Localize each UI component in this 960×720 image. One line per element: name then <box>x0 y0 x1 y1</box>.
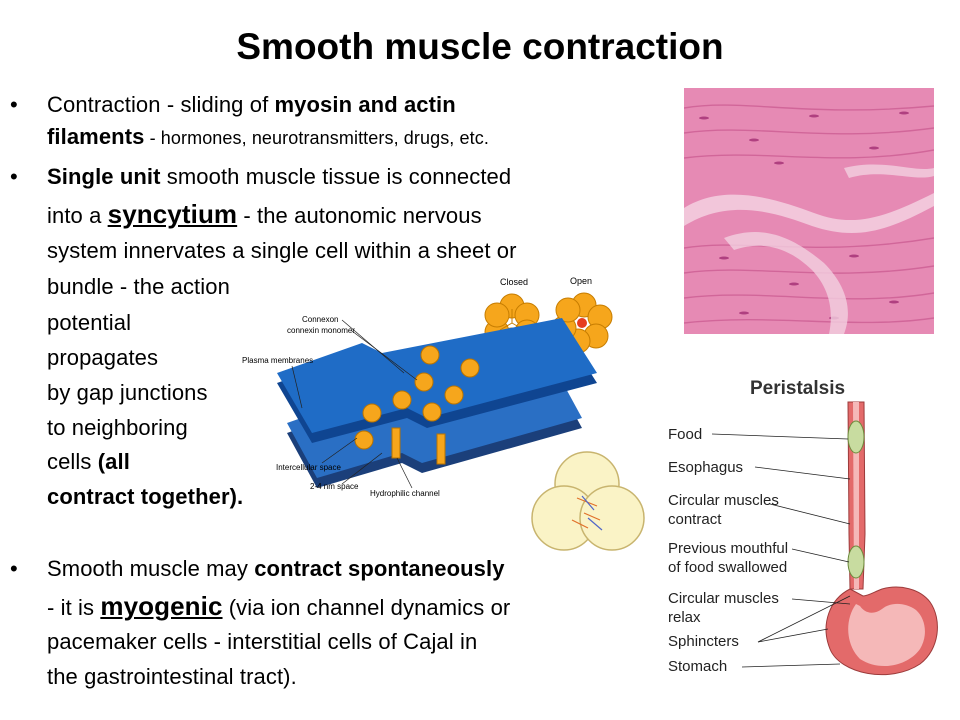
bullet2-line10: contract together). <box>47 484 244 509</box>
bullet1-line2: filaments - hormones, neurotransmitters,… <box>47 124 489 149</box>
bullet2-line2: into a syncytium - the autonomic nervous <box>47 199 482 229</box>
bullet3-line3: pacemaker cells - interstitial cells of … <box>47 629 478 654</box>
esophagus-label: Esophagus <box>668 459 743 476</box>
bullet2-line1: Single unit smooth muscle tissue is conn… <box>47 164 512 189</box>
peristalsis-diagram: Peristalsis Food Esophagus Circular musc… <box>650 374 946 690</box>
stomach-label: Stomach <box>668 658 727 675</box>
bullet2-line9: cells (all <box>47 449 130 474</box>
peristalsis-title: Peristalsis <box>750 378 845 399</box>
bullet3-line1: Smooth muscle may contract spontaneously <box>47 556 505 581</box>
open-label: Open <box>570 276 592 286</box>
slide-title: Smooth muscle contraction <box>236 26 724 67</box>
circular-muscles-label-1: Circular muscles <box>668 492 779 509</box>
relax-label: relax <box>668 609 701 626</box>
bullet-marker: • <box>10 164 18 189</box>
hydrophilic-channels <box>391 427 446 465</box>
swallowed-food-icon <box>847 545 865 579</box>
bullet2-line6: propagates <box>47 345 159 370</box>
peristalsis-drawing: Peristalsis Food Esophagus Circular musc… <box>668 378 938 676</box>
connexin-label: connexin monomer <box>287 326 355 335</box>
connexon-label: Connexon <box>302 315 338 324</box>
bullet3-line4: the gastrointestinal tract). <box>47 664 297 689</box>
food-bolus-icon <box>847 420 865 454</box>
bullet2-line3: system innervates a single cell within a… <box>47 238 517 263</box>
cell-cluster-icon <box>531 451 645 551</box>
histology-drawing <box>684 88 934 334</box>
bullet-marker: • <box>10 556 18 581</box>
gap-junction-diagram: Closed Open Con <box>232 258 662 554</box>
bullet2-line5: potential <box>47 310 132 335</box>
closed-label: Closed <box>500 277 528 287</box>
previous-mouthful-label-2: of food swallowed <box>668 559 787 576</box>
circular-muscles-label-2: Circular muscles <box>668 590 779 607</box>
food-label: Food <box>668 426 702 443</box>
bullet-marker: • <box>10 92 18 117</box>
plasma-membranes-label: Plasma membranes <box>242 356 313 365</box>
nm-space-label: 2-4 nm space <box>310 482 359 491</box>
smooth-muscle-histology-image <box>684 88 934 334</box>
sphincters-label: Sphincters <box>668 633 739 650</box>
gap-junction-drawing: Closed Open Con <box>242 276 645 551</box>
connexon-array <box>354 345 480 450</box>
hydrophilic-channel-label: Hydrophilic channel <box>370 489 440 498</box>
bullet2-line7: by gap junctions <box>47 380 208 405</box>
contract-label: contract <box>668 511 722 528</box>
bullet2-line4: bundle - the action <box>47 274 230 299</box>
previous-mouthful-label-1: Previous mouthful <box>668 540 788 557</box>
intercellular-space-label: Intercellular space <box>276 463 341 472</box>
bullet1-line1: Contraction - sliding of myosin and acti… <box>47 92 456 117</box>
bullet2-line8: to neighboring <box>47 415 188 440</box>
bullet3-line2: - it is myogenic (via ion channel dynami… <box>47 591 511 621</box>
